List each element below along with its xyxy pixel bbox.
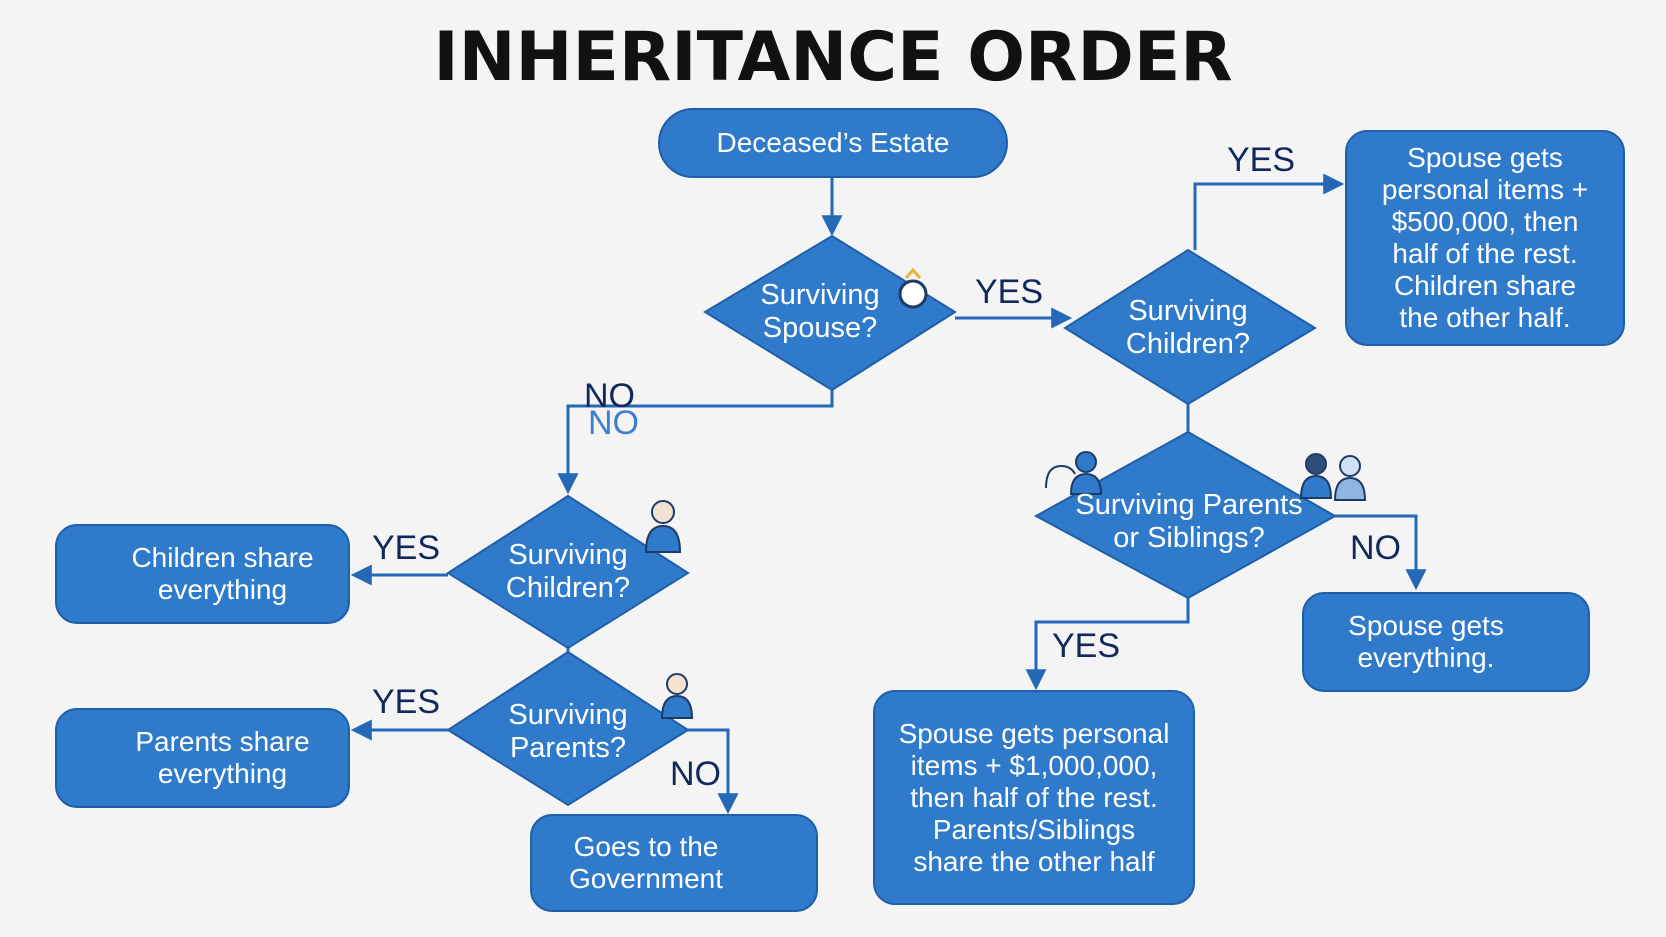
- edge-spouse-no: [557, 390, 834, 495]
- question-parents-siblings: Surviving Parents or Siblings?: [1075, 489, 1303, 554]
- result-spouse-everything: Spouse gets everything.: [1302, 592, 1590, 692]
- result-children-everything: Children share everything: [55, 524, 350, 624]
- result-spouse-everything-label: Spouse gets everything.: [1348, 610, 1504, 673]
- result-parents-everything: Parents share everything: [55, 708, 350, 808]
- label-parents-siblings-no: NO: [1350, 529, 1401, 567]
- person-icon: [660, 673, 694, 719]
- label-spouse-no-echo: NO: [588, 404, 639, 442]
- result-government: Goes to the Government: [530, 814, 818, 912]
- result-government-label: Goes to the Government: [568, 831, 724, 894]
- question-parents: Surviving Parents?: [508, 699, 628, 764]
- result-parents-everything-label: Parents share everything: [135, 726, 310, 789]
- question-children-with-spouse: Surviving Children?: [1125, 295, 1251, 360]
- edge-children-spouse-yes: [1193, 173, 1345, 250]
- edge-parents-siblings-no: [1335, 514, 1427, 591]
- family-icon: [1299, 453, 1367, 501]
- label-spouse-no: NO: [584, 377, 635, 415]
- diamond-parents: [446, 650, 690, 807]
- label-parents-yes: YES: [372, 683, 441, 721]
- label-parents-no: NO: [670, 755, 721, 793]
- page-title: INHERITANCE ORDER: [433, 18, 1233, 97]
- node-start: Deceased’s Estate: [658, 108, 1008, 178]
- person-icon: [644, 500, 682, 553]
- question-children: Surviving Children?: [505, 539, 631, 604]
- result-spouse-children: Spouse gets personal items + $500,000, t…: [1345, 130, 1625, 346]
- edge-parents-siblings-yes: [1025, 598, 1190, 691]
- result-spouse-children-label: Spouse gets personal items + $500,000, t…: [1381, 142, 1589, 333]
- result-children-everything-label: Children share everything: [131, 542, 314, 605]
- label-children-spouse-yes: YES: [1227, 141, 1296, 179]
- node-start-label: Deceased’s Estate: [716, 127, 950, 158]
- result-spouse-parents-siblings: Spouse gets personal items + $1,000,000,…: [873, 690, 1195, 905]
- label-parents-siblings-yes: YES: [1052, 627, 1121, 665]
- ring-icon: [898, 267, 928, 309]
- diamond-children-with-spouse: [1063, 248, 1317, 406]
- family-icon: [1045, 451, 1103, 495]
- edge-parents-no: [688, 728, 739, 815]
- label-spouse-yes: YES: [975, 273, 1044, 311]
- question-spouse: Surviving Spouse?: [760, 279, 880, 344]
- result-spouse-parents-siblings-label: Spouse gets personal items + $1,000,000,…: [898, 717, 1170, 877]
- label-children-yes: YES: [372, 529, 441, 567]
